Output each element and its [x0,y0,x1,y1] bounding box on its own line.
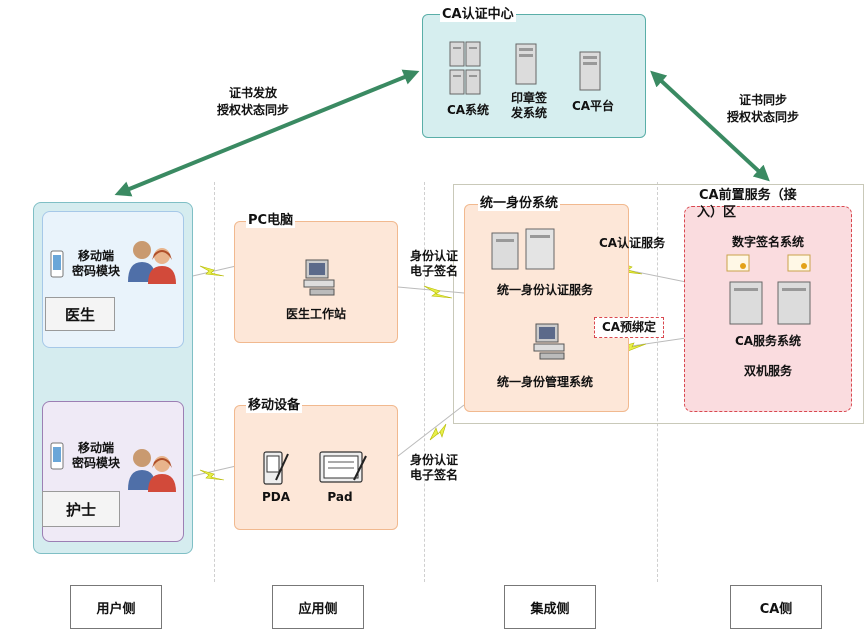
auth-service-label: 统一身份认证服务 [496,283,593,297]
ca-system-label: CA系统 [446,103,490,117]
seal-system-server-icon [515,43,537,85]
ca-center-title: CA认证中心 [440,7,516,22]
nurse-role-label: 护士 [42,491,120,527]
users-icon [128,449,176,492]
users-icon [128,241,176,284]
mgmt-workstation-icon [533,323,565,360]
ca-platform-server-icon [579,51,601,91]
dual-service-label: 双机服务 [743,364,792,378]
certificate-icon [787,254,811,272]
auth-server-icon [491,228,555,270]
ca-prebind-label: CA预绑定 [594,317,664,338]
mobile-device-panel [234,405,398,530]
nurse-module-label-2: 密码模块 [72,456,121,470]
column-divider-1 [214,182,215,582]
pc-auth-label-1: 身份认证 [409,249,458,263]
mobile-auth-label-1: 身份认证 [409,453,458,467]
ca-front-title-1: CA前置服务（接 [697,188,799,203]
phone-icon [50,250,64,278]
arrow-ca-to-user [114,69,420,197]
doctor-workstation-label: 医生工作站 [285,307,346,321]
left-arrow-label-2: 授权状态同步 [216,103,289,117]
pad-icon [319,451,367,483]
ca-front-title-2: 入）区 [697,205,737,220]
mobile-auth-label-2: 电子签名 [409,468,458,482]
pda-icon [263,451,289,485]
ca-auth-service-label: CA认证服务 [599,236,666,250]
doctor-module-label-2: 密码模块 [72,264,121,278]
phone-icon [50,442,64,470]
mgmt-system-label: 统一身份管理系统 [496,375,593,389]
mobile-device-title: 移动设备 [246,398,303,413]
seal-system-label-1: 印章签 [510,91,547,105]
pc-title: PC电脑 [246,213,296,228]
lightning-mgmt-front [619,342,647,352]
right-arrow-label-2: 授权状态同步 [726,110,799,124]
bottom-label-ca: CA侧 [730,585,822,629]
bottom-label-app: 应用侧 [272,585,364,629]
column-divider-2 [424,182,425,582]
doctor-role-label: 医生 [45,297,115,331]
ca-front-zone [684,206,852,412]
seal-system-label-2: 发系统 [510,106,547,120]
bottom-label-integration: 集成侧 [504,585,596,629]
nurse-module-label-1: 移动端 [78,441,115,455]
doctor-module-label-1: 移动端 [78,249,115,263]
ca-service-server-icon [729,281,811,325]
digital-sign-label: 数字签名系统 [731,235,804,249]
identity-system-title: 统一身份系统 [478,196,561,211]
arrow-ca-to-front [650,70,770,182]
right-arrow-label-1: 证书同步 [738,93,787,107]
ca-system-server-icon [449,41,481,95]
left-arrow-label-1: 证书发放 [228,86,277,100]
pda-label: PDA [261,490,291,504]
ca-service-label: CA服务系统 [734,334,802,348]
bottom-label-user: 用户侧 [70,585,162,629]
lightning-pc-integration [423,285,453,299]
pad-label: Pad [327,490,353,504]
lightning-mobile-integration [429,423,447,441]
certificate-icon [726,254,750,272]
lightning-nurse-mobile [199,469,225,481]
lightning-doctor-pc [199,265,225,277]
pc-auth-label-2: 电子签名 [409,264,458,278]
ca-platform-label: CA平台 [571,99,615,113]
workstation-icon [303,259,335,296]
column-divider-3 [657,182,658,582]
link-mobile-integration [397,404,465,457]
